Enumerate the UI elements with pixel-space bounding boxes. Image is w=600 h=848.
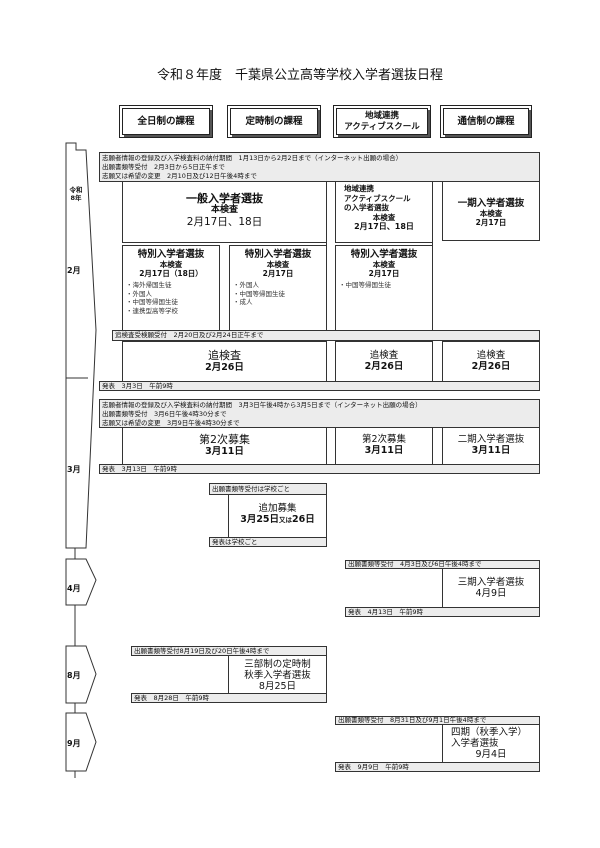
box-date: 8月25日 [258,681,297,692]
box-title: 特別入学者選抜 [244,249,312,260]
second-recruitment-box: 第2次募集 3月11日 [335,427,433,465]
band-line: 志願者情報の登録及び入学検査料の納付期間 3月3日午後4時から3月5日まで（イン… [102,401,422,409]
first-period-box: 一期入学者選抜 本検査 2月17日 [442,181,540,241]
box-date: 2月17日 [262,269,294,278]
page-title: 令和８年度 千葉県公立高等学校入学者選抜日程 [156,68,443,83]
list-item: ・中国等帰国生徒 [126,298,178,306]
second-period-box: 二期入学者選抜 3月11日 [442,427,540,465]
box-date: 9月4日 [475,749,507,760]
feb-announcement-band: 発表 3月3日 午前9時 [99,381,540,391]
timeline-arrows [65,142,97,778]
column-fulltime: 全日制の課程 [119,105,213,138]
box-date: 26日 [292,514,315,525]
box-date: 2月17日 [475,218,507,227]
month-apr: 4月 [67,584,81,593]
box-date: 3月25日 [240,514,280,525]
box-title: 第2次募集 [361,434,407,445]
box-sub: 本検査 [372,260,396,269]
band-line: 出願書類等受付 3月6日午後4時30分まで [102,410,227,418]
list-item: ・外国人 [126,289,152,298]
box-title: 四期（秋季入学） 入学者選抜 [451,727,528,749]
extra-announcement-band: 発表は学校ごと [209,537,327,547]
box-title: 一般入学者選抜 [186,192,263,205]
band-line: 志願又は希望の変更 2月10日及び12日午後4時まで [102,172,257,180]
list-item: ・連携型高等学校 [126,306,178,315]
special-selection-parttime: 特別入学者選抜 本検査 2月17日 ・外国人・中国等帰国生徒・成人 [229,245,327,331]
additional-recruitment-box: 追加募集 3月25日又は26日 [228,494,327,538]
box-title: 追加募集 [258,503,297,514]
box-sub: 本検査 [372,212,396,222]
sep-announcement-band: 発表 9月9日 午前9時 [335,762,540,772]
box-date: 2月17日 [368,269,400,278]
month-aug: 8月 [67,671,81,680]
band-line: 志願者情報の登録及び入学検査料の納付期間 1月13日から2月2日まで（インターネ… [102,154,403,162]
box-date: 2月17日（18日） [139,269,203,278]
box-title: 三期入学者選抜 [457,577,525,588]
box-date: 2月26日 [471,361,511,372]
box-title: 特別入学者選抜 [350,249,418,260]
list-item: ・中国等帰国生徒 [339,281,391,289]
box-date: 2月17日、18日 [186,216,263,228]
box-sub: 本検査 [266,260,290,269]
box-title: 一期入学者選抜 [457,198,525,209]
box-title: 第2次募集 [199,433,250,446]
box-title: 特別入学者選抜 [137,249,205,260]
box-date: 3月11日 [205,446,244,457]
box-or: 又は [279,516,293,524]
box-date: 3月11日 [471,445,511,456]
list-item: ・外国人 [233,281,259,289]
month-feb: 2月 [67,266,81,275]
box-title: 二期入学者選抜 [457,434,525,445]
box-date: 2月17日、18日 [354,222,414,231]
list-item: ・成人 [233,298,253,306]
makeup-exam-box: 追検査 2月26日 [335,341,433,382]
box-date: 4月9日 [475,588,507,599]
makeup-exam-box: 追検査 2月26日 [442,341,540,382]
fourth-period-box: 四期（秋季入学） 入学者選抜 9月4日 [442,724,540,763]
makeup-exam-box: 追検査 2月26日 [122,341,327,382]
makeup-application-band: 追検査受検願受付 2月20日及び2月24日正午まで [112,330,540,341]
band-line: 出願書類等受付 2月3日から5日正午まで [102,163,225,171]
column-parttime: 定時制の課程 [227,105,321,138]
box-title: 追検査 [369,350,399,361]
mar-application-band: 志願者情報の登録及び入学検査料の納付期間 3月3日午後4時から3月5日まで（イン… [99,399,540,428]
special-selection-fulltime: 特別入学者選抜 本検査 2月17日（18日） ・海外帰国生徒・外国人・中国等帰国… [122,245,220,331]
box-date: 3月11日 [364,445,404,456]
sep-application-band: 出願書類等受付 8月31日及び9月1日午後4時まで [335,716,540,725]
box-title: 地域連携 アクティブスクール の入学者選抜 [344,184,411,212]
box-title: 追検査 [476,350,506,361]
mar-announcement-band: 発表 3月13日 午前9時 [99,464,540,474]
box-title: 三部制の定時制 秋季入学者選抜 [244,659,311,681]
third-period-box: 三期入学者選抜 4月9日 [442,568,540,608]
apr-announcement-band: 発表 4月13日 午前9時 [345,607,540,617]
month-sep: 9月 [67,739,81,748]
aug-announcement-band: 発表 8月28日 午前9時 [131,693,327,703]
column-correspondence: 通信制の課程 [440,105,532,138]
feb-application-band: 志願者情報の登録及び入学検査料の納付期間 1月13日から2月2日まで（インターネ… [99,152,540,182]
box-title: 追検査 [208,349,241,362]
box-sub: 本検査 [210,205,238,215]
second-recruitment-box: 第2次募集 3月11日 [122,427,327,465]
divider [432,427,433,465]
box-date: 2月26日 [364,361,404,372]
autumn-parttime-box: 三部制の定時制 秋季入学者選抜 8月25日 [228,655,327,694]
year-label: 令和 8年 [69,186,83,202]
regional-selection-box: 地域連携 アクティブスクール の入学者選抜 本検査 2月17日、18日 [335,181,433,243]
month-mar: 3月 [67,465,81,474]
box-date: 2月26日 [205,362,244,373]
box-sub: 本検査 [479,209,503,218]
special-selection-regional: 特別入学者選抜 本検査 2月17日 ・中国等帰国生徒 [335,245,433,331]
general-selection-box: 一般入学者選抜 本検査 2月17日、18日 [122,181,327,243]
list-item: ・海外帰国生徒 [126,281,172,289]
column-regional: 地域連携 アクティブスクール [333,105,431,138]
band-line: 志願又は希望の変更 3月9日午後4時30分まで [102,419,240,427]
list-item: ・中国等帰国生徒 [233,289,285,298]
box-sub: 本検査 [159,260,183,269]
divider [326,427,327,465]
